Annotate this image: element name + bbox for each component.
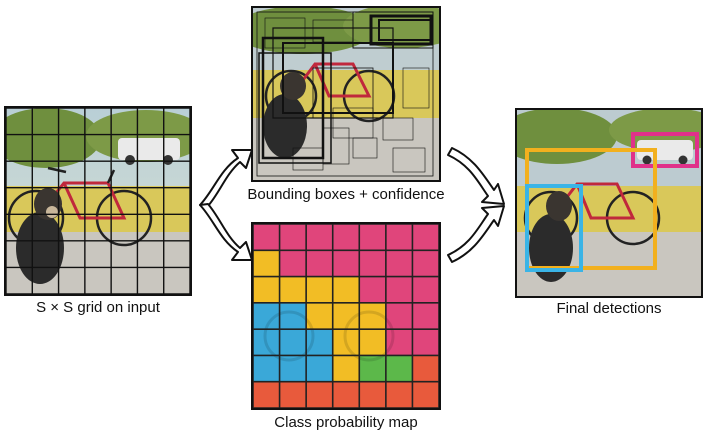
class-cell: [306, 329, 333, 356]
class-cell: [359, 355, 386, 382]
classmap-caption: Class probability map: [274, 414, 418, 431]
class-cell: [385, 224, 413, 251]
class-cell: [359, 329, 386, 356]
class-cells: [253, 224, 439, 408]
class-cell: [412, 355, 439, 382]
class-cell: [385, 302, 413, 330]
class-cell: [253, 276, 280, 303]
class-cell: [385, 355, 413, 382]
class-cell: [279, 276, 307, 303]
class-cell: [332, 224, 360, 251]
class-cell: [279, 355, 307, 382]
class-cell: [412, 302, 439, 330]
bounding-boxes-panel: [251, 6, 441, 182]
class-cell: [279, 224, 307, 251]
class-cell: [412, 276, 439, 303]
boxes-caption: Bounding boxes + confidence: [247, 186, 445, 203]
class-cell: [253, 224, 280, 251]
class-cell: [332, 276, 360, 303]
dog-detection-box: [525, 184, 583, 272]
class-cell: [359, 276, 386, 303]
class-cell: [359, 224, 386, 251]
class-cell: [332, 355, 360, 382]
bounding-boxes-image: [253, 8, 439, 180]
class-cell: [385, 276, 413, 303]
class-cell: [306, 355, 333, 382]
class-grid-lines: [253, 224, 439, 408]
class-cell: [412, 381, 439, 408]
class-cell: [253, 381, 280, 408]
class-cell: [279, 329, 307, 356]
class-cell: [253, 355, 280, 382]
class-cell: [306, 224, 333, 251]
final-detections-panel: [515, 108, 703, 298]
grid-lines: [6, 108, 190, 294]
class-cell: [279, 302, 307, 330]
class-cell: [359, 381, 386, 408]
class-cell: [412, 250, 439, 277]
class-cell: [253, 329, 280, 356]
class-cell: [279, 250, 307, 277]
scene-ghost: [263, 310, 395, 362]
class-cell: [279, 381, 307, 408]
predicted-boxes: [256, 11, 434, 177]
class-cell: [412, 329, 439, 356]
input-image-panel: [4, 106, 192, 296]
class-cell: [306, 250, 333, 277]
class-cell: [306, 302, 333, 330]
class-cell: [385, 329, 413, 356]
class-cell: [385, 381, 413, 408]
class-probability-panel: [251, 222, 441, 410]
input-grid-image: [6, 108, 190, 294]
class-cell: [412, 224, 439, 251]
fork-arrow-down: [199, 203, 253, 261]
class-cell: [306, 381, 333, 408]
class-cell: [332, 381, 360, 408]
class-cell: [385, 250, 413, 277]
final-detections-image: [517, 110, 701, 296]
class-cell: [253, 250, 280, 277]
class-cell: [359, 302, 386, 330]
class-cell: [359, 250, 386, 277]
class-cell: [332, 302, 360, 330]
class-cell: [306, 276, 333, 303]
input-caption: S × S grid on input: [36, 299, 160, 316]
class-cell: [332, 329, 360, 356]
final-caption: Final detections: [556, 300, 662, 317]
merge-arrow-bottom: [447, 205, 505, 263]
class-probability-map: [253, 224, 439, 408]
class-cell: [253, 302, 280, 330]
class-cell: [332, 250, 360, 277]
